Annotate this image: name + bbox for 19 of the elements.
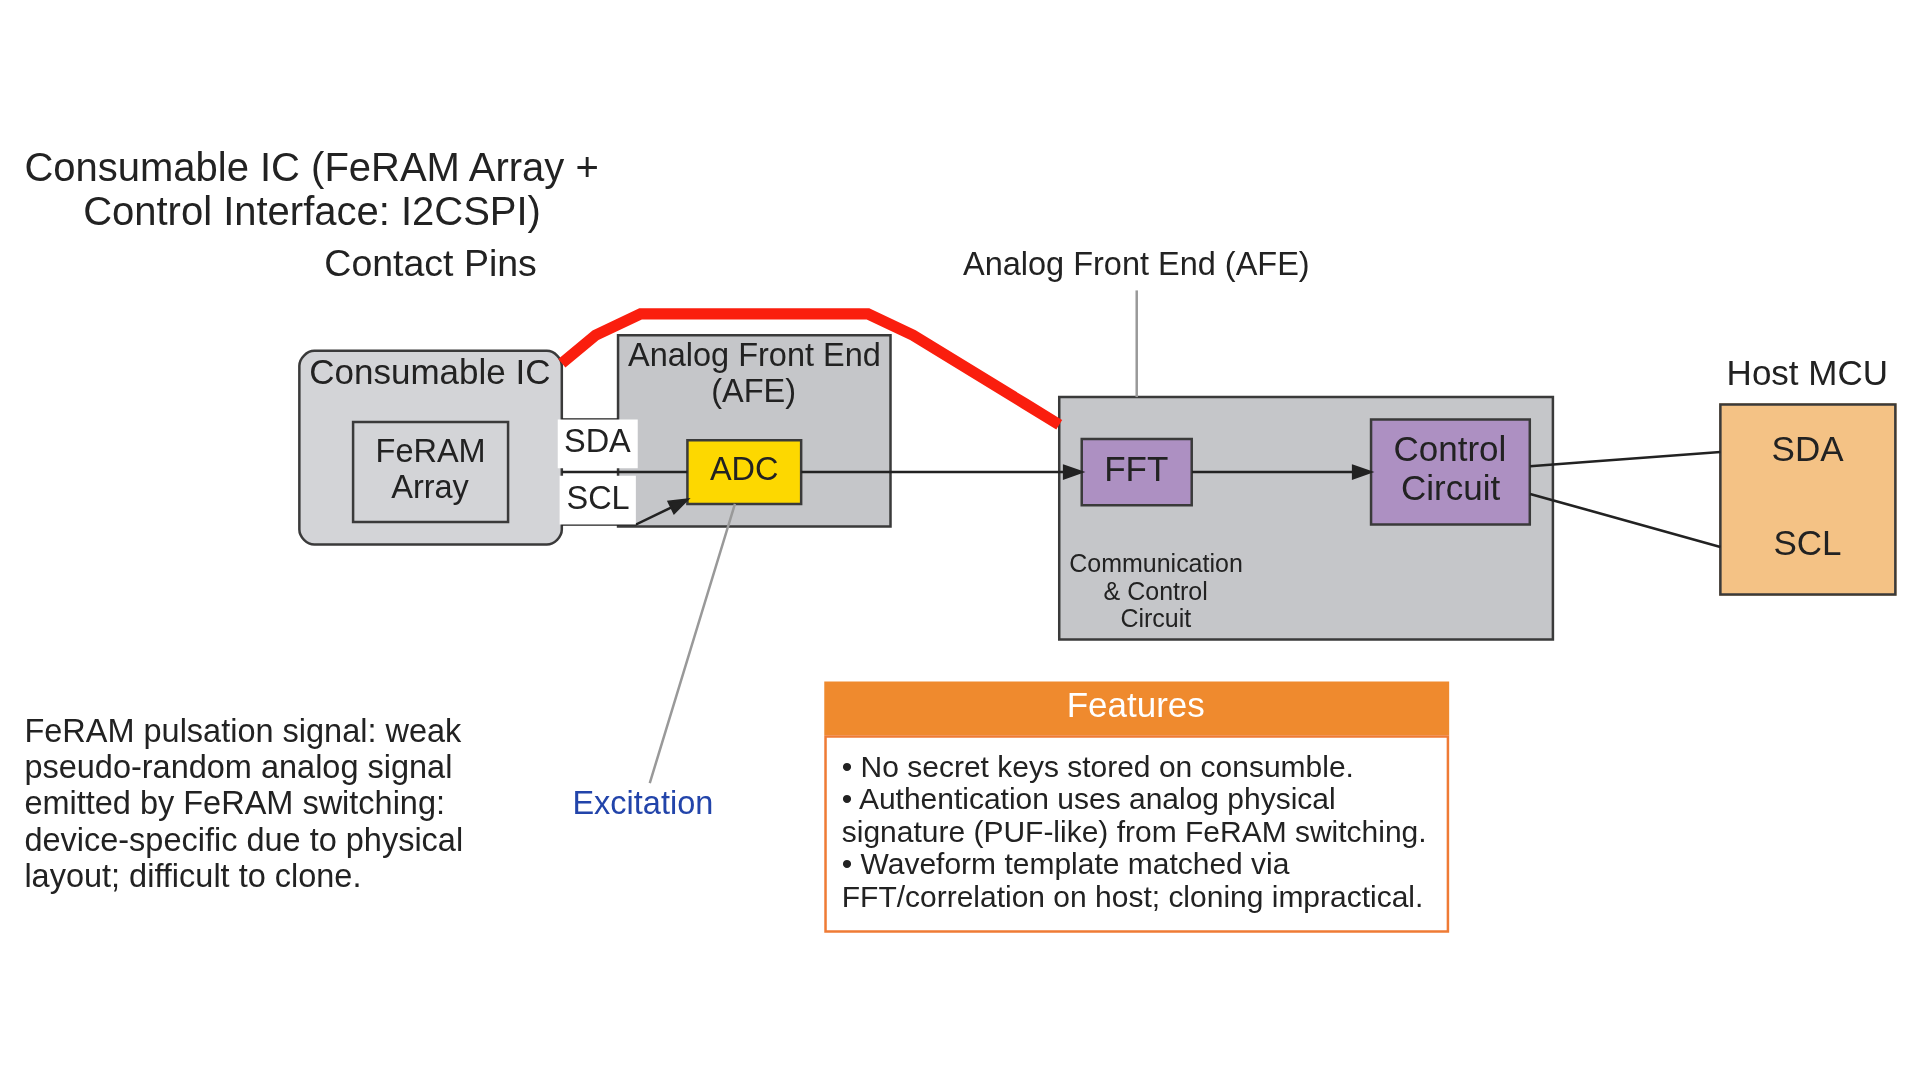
connector bbox=[1529, 450, 1720, 467]
label: Contact Pins bbox=[323, 241, 537, 284]
connector bbox=[561, 417, 618, 421]
node-label: Host MCU bbox=[1726, 352, 1888, 392]
connector bbox=[1134, 289, 1138, 397]
label: FeRAM pulsation signal: weak pseudo-random analog signal emitted by FeRAM switching: device-specific due to physical layout; difficult to clone. bbox=[23, 712, 463, 894]
node-text: Excitation bbox=[571, 784, 713, 821]
arrow bbox=[1191, 463, 1374, 480]
connector bbox=[561, 470, 687, 473]
node-box: FeRAM Array bbox=[351, 420, 509, 523]
node-text: Analog Front End (AFE) bbox=[962, 245, 1310, 282]
node-box: FFT bbox=[1080, 437, 1193, 506]
node-box: ADC bbox=[685, 438, 802, 505]
arrow bbox=[800, 463, 1085, 480]
diagram-title: Consumable IC (FeRAM Array + Control Interface: I2CSPI) bbox=[23, 144, 599, 233]
connector bbox=[1529, 492, 1721, 548]
arrow bbox=[561, 497, 691, 526]
connector bbox=[557, 307, 1062, 429]
node-box: Control Circuit bbox=[1369, 417, 1531, 526]
